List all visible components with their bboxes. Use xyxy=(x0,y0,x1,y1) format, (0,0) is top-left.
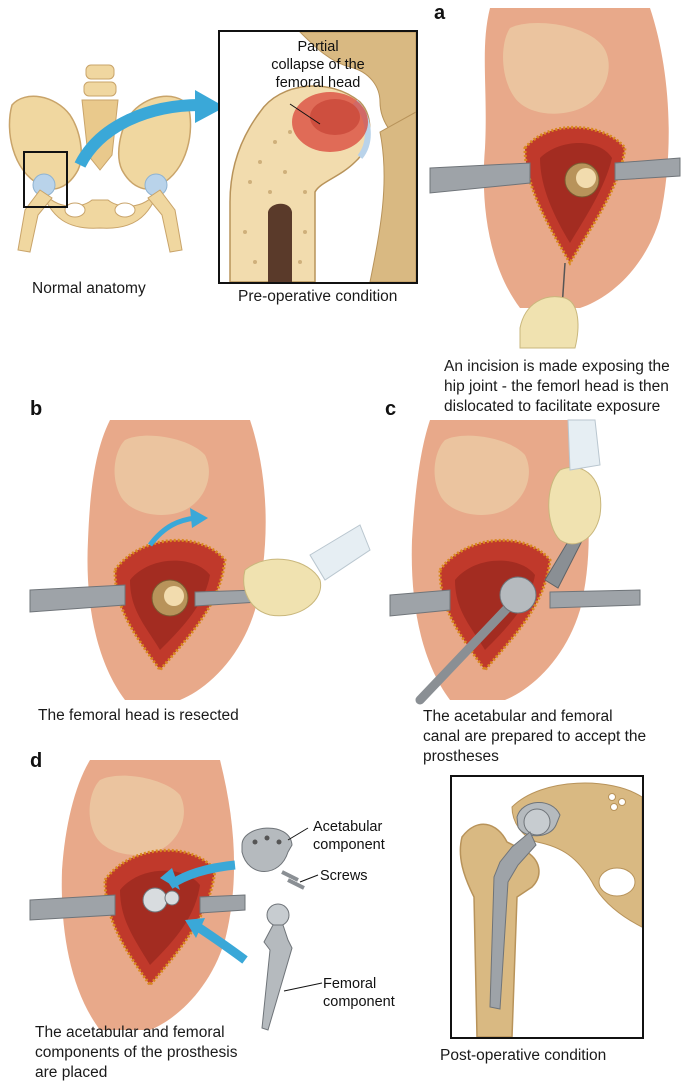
panel-a-caption-line-2: hip joint - the femorl head is then xyxy=(444,378,669,395)
preop-callout-line-2: collapse of the xyxy=(271,57,365,73)
femoral-callout-line-2: component xyxy=(323,994,395,1010)
preop-callout: Partial collapse of the femoral head xyxy=(220,38,416,92)
panel-c-caption-line-1: The acetabular and femoral xyxy=(423,708,613,725)
panel-d-caption-line-1: The acetabular and femoral xyxy=(35,1024,225,1041)
femoral-callout-line-1: Femoral xyxy=(323,976,377,992)
panel-b-illustration xyxy=(29,420,371,700)
panel-a-caption: An incision is made exposing the hip joi… xyxy=(444,357,670,417)
preop-callout-line-3: femoral head xyxy=(275,75,361,91)
screws-callout: Screws xyxy=(320,868,368,884)
panel-c-caption: The acetabular and femoral canal are pre… xyxy=(423,707,646,767)
panel-a-caption-line-1: An incision is made exposing the xyxy=(444,358,670,375)
panel-d-label: d xyxy=(30,750,43,772)
acetabular-callout-line-2: component xyxy=(313,837,385,853)
preop-illustration xyxy=(229,32,416,282)
preop-callout-line-1: Partial xyxy=(297,39,339,55)
femoral-leader-line xyxy=(283,982,323,992)
panel-c-caption-line-3: prostheses xyxy=(423,748,499,765)
acetabular-callout-line-1: Acetabular xyxy=(313,819,383,835)
panel-c-label: c xyxy=(385,398,397,420)
zoom-arrow xyxy=(74,90,225,168)
panel-b-caption: The femoral head is resected xyxy=(38,707,239,724)
femoral-component-callout: Femoral component xyxy=(323,975,395,1011)
panel-c-illustration xyxy=(389,419,641,705)
postop-caption: Post-operative condition xyxy=(440,1047,607,1064)
panel-a-caption-line-3: dislocated to facilitate exposure xyxy=(444,398,661,415)
postop-frame xyxy=(450,775,644,1039)
normal-anatomy-caption: Normal anatomy xyxy=(32,280,146,297)
panel-d-caption-line-2: components of the prosthesis xyxy=(35,1044,238,1061)
panel-a-illustration xyxy=(429,8,681,349)
panel-c-caption-line-2: canal are prepared to accept the xyxy=(423,728,647,745)
hip-highlight-box xyxy=(23,151,68,208)
acetabular-component-callout: Acetabular component xyxy=(313,818,385,854)
panel-d-caption-line-3: are placed xyxy=(35,1064,108,1081)
panel-d-caption: The acetabular and femoral components of… xyxy=(35,1023,237,1083)
preop-frame: Partial collapse of the femoral head xyxy=(218,30,418,284)
preop-caption: Pre-operative condition xyxy=(238,288,398,305)
panel-a-label: a xyxy=(434,2,446,24)
panel-b-label: b xyxy=(30,398,43,420)
postop-illustration xyxy=(459,782,642,1037)
panel-d-illustration xyxy=(29,760,319,1031)
